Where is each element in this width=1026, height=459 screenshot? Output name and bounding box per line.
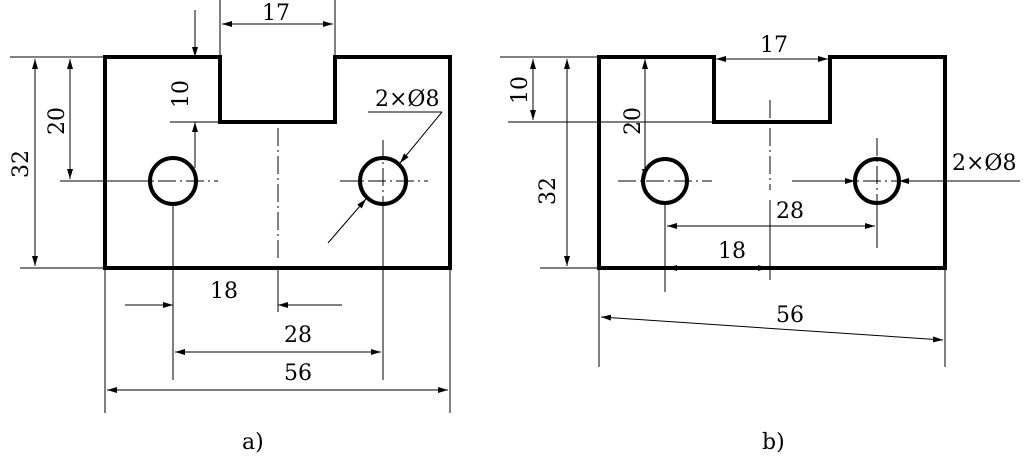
dim-line-total-width-b [600, 314, 944, 343]
dim-hole-diameter-a: 2×Ø8 [375, 87, 439, 112]
dim-slot-depth-b: 10 [508, 76, 533, 104]
dim-hole-height-b: 20 [621, 107, 646, 135]
dim-slot-width-b: 17 [760, 33, 788, 58]
dim-slot-width-a: 17 [262, 1, 290, 26]
caption-b: b) [762, 430, 785, 455]
dim-hole-to-center-a: 18 [210, 279, 238, 304]
figure-b: 17 10 20 32 2×Ø8 28 18 56 b) [500, 33, 1020, 455]
part-outline-a [103, 55, 452, 270]
dim-total-width-b: 56 [776, 303, 804, 328]
dim-total-width-a: 56 [284, 361, 312, 386]
caption-a: a) [242, 430, 264, 455]
leader-diameter-lower-a [327, 198, 367, 244]
figure-a: 17 10 20 32 2×Ø8 18 28 56 a) [9, 0, 452, 455]
dim-total-height-b: 32 [536, 177, 561, 205]
dim-hole-spacing-b: 28 [776, 199, 804, 224]
dim-hole-spacing-a: 28 [284, 323, 312, 348]
dim-hole-to-center-b: 18 [718, 239, 746, 264]
dim-hole-diameter-b: 2×Ø8 [952, 151, 1016, 176]
extension-lines-b [500, 56, 946, 367]
dim-slot-depth-a: 10 [169, 80, 194, 108]
dim-total-height-a: 32 [9, 150, 34, 178]
dim-hole-height-a: 20 [45, 107, 70, 135]
leader-diameter-upper-a [399, 111, 443, 164]
extension-lines-a [10, 0, 451, 413]
